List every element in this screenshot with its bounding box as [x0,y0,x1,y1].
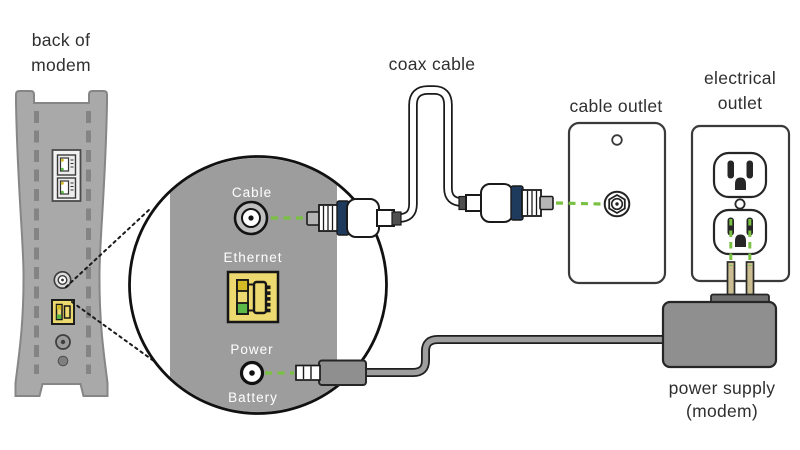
port-label-battery: Battery [228,390,278,405]
screw-icon [611,134,623,146]
ethernet-port-icon [226,270,280,324]
magnifier-callout-line-top [65,208,151,288]
modem-pinhole-icon [57,355,69,367]
label-electrical-outlet-line2: outlet [718,93,763,113]
port-label-ethernet: Ethernet [223,250,282,265]
coax-cable [306,85,554,238]
coax-connector-left-icon [306,198,402,238]
power-cord-core [365,336,680,376]
label-electrical-outlet-line1: electrical [704,68,776,88]
modem-coax-port-icon [53,270,72,289]
power-supply-brick [661,300,778,369]
modem-body [14,90,109,397]
coax-cable-wire-core [395,87,468,221]
magnifier-callout-line-bottom [71,301,159,365]
label-cable-outlet: cable outlet [569,96,662,116]
power-supply [365,219,778,377]
screw-icon [734,198,746,210]
label-back-of-modem-line2: modem [31,55,91,75]
label-back-of-modem-line1: back of [32,30,91,50]
label-coax-cable: coax cable [389,54,476,74]
label-power-supply-line1: power supply [669,378,776,398]
label-power-supply-line2: (modem) [686,401,758,421]
power-barrel-plug-icon [295,359,367,386]
cable-outlet [555,121,667,285]
magnifier-circle-border [128,155,388,415]
modem-reset-button-icon [55,334,71,350]
receptacle-bottom-icon [712,208,768,256]
modem-back [14,90,109,397]
ethernet-jack-icon [56,154,77,176]
coax-connector-right-icon [458,183,554,223]
receptacle-top-icon [712,151,768,199]
coax-port-icon [233,200,269,236]
connection-dash-outlet [555,201,602,206]
power-port-icon [239,360,265,386]
port-label-cable: Cable [232,185,272,200]
port-label-power: Power [230,342,273,357]
ethernet-jack-icon [56,177,77,199]
wall-coax-jack-icon [603,190,631,218]
power-cord [365,335,680,377]
electrical-outlet [690,124,791,283]
modem-ethernet-panel [51,149,82,202]
modem-ethernet-port-icon [51,299,75,325]
